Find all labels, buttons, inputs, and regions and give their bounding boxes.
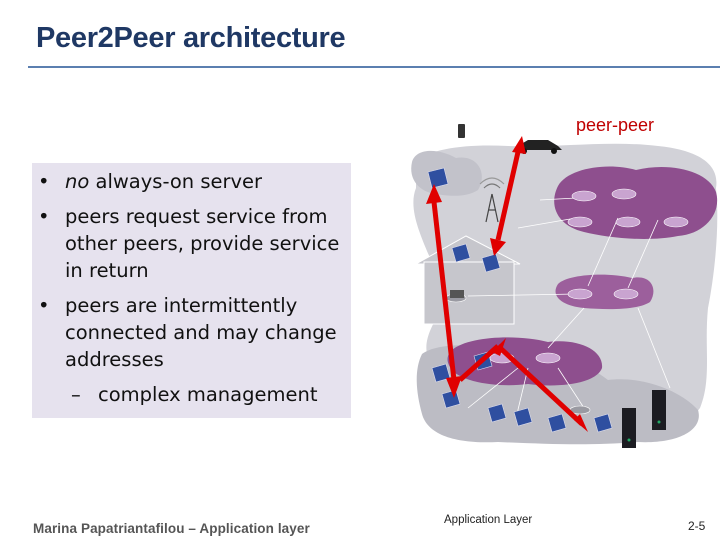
cell-tower-icon	[479, 177, 505, 223]
footer-page-number: 2-5	[688, 519, 706, 533]
peer-peer-label: peer-peer	[576, 115, 655, 135]
bullet-subitem-management: – complex management	[38, 381, 350, 408]
bullet-item-request-service: • peers request service from other peers…	[38, 203, 350, 284]
network-links	[467, 197, 671, 419]
slide-title: Peer2Peer architecture	[36, 22, 346, 54]
bullet-text: peers are intermittently connected and m…	[65, 294, 337, 371]
home-router-icon	[450, 290, 464, 298]
isp-cloud-middle	[555, 274, 654, 310]
bullet-box-background	[32, 163, 351, 418]
isp-cloud-bottom	[447, 337, 603, 386]
title-divider	[28, 66, 720, 68]
isp-cloud-top	[554, 166, 718, 239]
bullet-emphasis: no	[65, 170, 90, 193]
bullet-marker: –	[71, 383, 81, 406]
bullet-item-intermittent: • peers are intermittently connected and…	[38, 292, 350, 373]
network-diagram	[411, 124, 718, 448]
footer-chapter: Application Layer	[444, 514, 533, 526]
peer-link-arrows	[426, 136, 588, 432]
bullet-marker: •	[38, 294, 50, 317]
bullet-text: peers request service from other peers, …	[65, 205, 340, 282]
bullet-list: • no always-on server • peers request se…	[38, 168, 350, 416]
bullet-text: always-on server	[89, 170, 263, 193]
footer-author: Marina Papatriantafilou – Application la…	[33, 521, 310, 536]
bullet-text: complex management	[98, 383, 318, 406]
cell-phone-icon	[458, 124, 465, 138]
bullet-marker: •	[38, 170, 50, 193]
server-rack-icon	[622, 390, 666, 448]
bullet-item-no-server: • no always-on server	[38, 168, 350, 195]
bullet-marker: •	[38, 205, 50, 228]
